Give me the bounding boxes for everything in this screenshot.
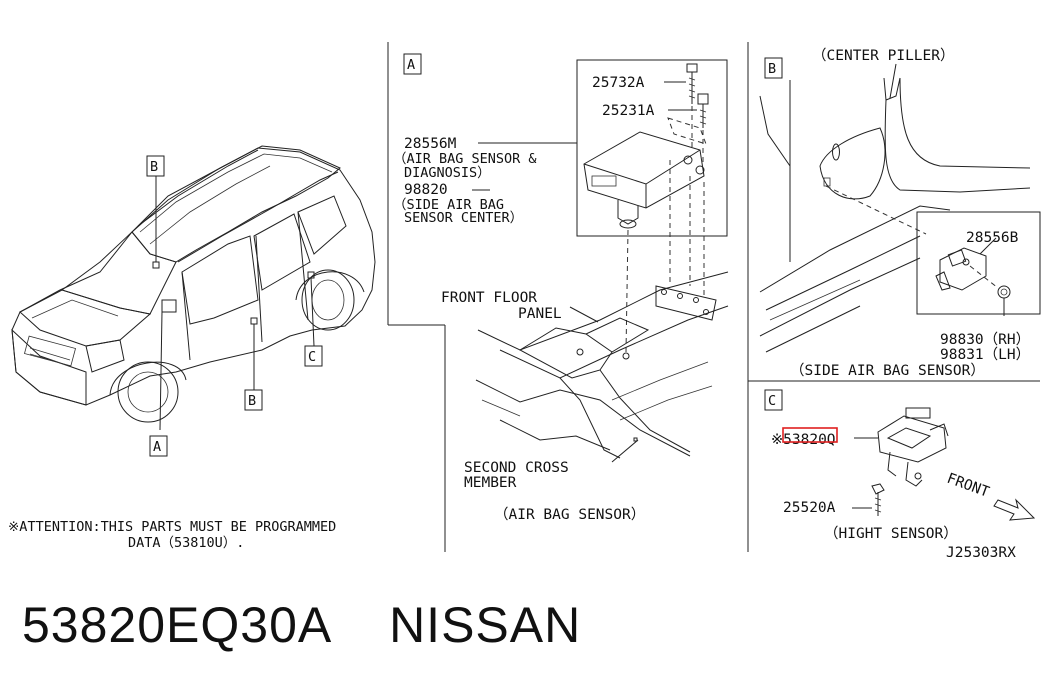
second-cross-label-1: SECOND CROSS (464, 460, 569, 476)
center-pillar-drawing (759, 77, 1031, 353)
section-c-tag: C (764, 389, 783, 411)
caption-brand: NISSAN (389, 597, 582, 653)
panel-dividers (387, 42, 1040, 552)
desc-28556m-1: （AIR BAG SENSOR & (393, 151, 537, 167)
center-piller-label: （CENTER PILLER） (812, 47, 955, 64)
section-b-tag: B (764, 57, 783, 79)
desc-28556m-2: DIAGNOSIS） (404, 165, 491, 181)
section-a-title: （AIR BAG SENSOR） (494, 506, 645, 523)
floor-panel-drawing (475, 271, 729, 463)
part-25520a: 25520A (783, 500, 836, 516)
part-highlight-box (782, 427, 838, 443)
svg-text:B: B (768, 61, 776, 77)
parts-diagram: B B C A ※ATTENTION:THIS PARTS MUST BE PR… (8, 42, 1041, 561)
part-98830: 98830（RH） (940, 331, 1030, 348)
part-28556b: 28556B (966, 230, 1019, 246)
drawing-number: J25303RX (946, 545, 1016, 561)
bolt-25231a (697, 93, 709, 128)
svg-text:A: A (407, 57, 415, 73)
callout-b-bottom: B (244, 389, 263, 411)
second-cross-label-2: MEMBER (464, 475, 517, 491)
callout-a: A (149, 435, 168, 457)
assembly-guide-lines (625, 106, 707, 353)
part-98820: 98820 (404, 182, 448, 198)
airbag-sensor-module (583, 131, 705, 229)
side-sensor-detail-box (916, 211, 1041, 315)
svg-text:A: A (153, 439, 161, 455)
callout-b-top: B (146, 155, 165, 177)
height-sensor-drawing (852, 407, 949, 516)
desc-98820-2: SENSOR CENTER） (404, 210, 523, 226)
callout-c: C (304, 345, 323, 367)
svg-text:B: B (248, 393, 256, 409)
part-98831: 98831（LH） (940, 346, 1030, 363)
part-28556m: 28556M (404, 136, 457, 152)
desc-98820-1: （SIDE AIR BAG (393, 197, 504, 213)
airbag-sensor-detail-box (576, 59, 728, 237)
section-a-tag: A (403, 53, 422, 75)
svg-text:B: B (150, 159, 158, 175)
svg-text:C: C (308, 349, 316, 365)
part-53820q: ※53820Q (771, 432, 836, 448)
caption-part-number: 53820EQ30A (22, 597, 330, 653)
svg-text:C: C (768, 393, 776, 409)
vehicle-illustration (11, 145, 376, 431)
front-label: FRONT (945, 471, 992, 501)
part-25231a: 25231A (602, 103, 655, 119)
section-b-title: （SIDE AIR BAG SENSOR） (790, 362, 985, 379)
part-caption: 53820EQ30A NISSAN (22, 596, 581, 654)
section-c-title: （HIGHT SENSOR） (824, 525, 958, 542)
bolt-25732a (686, 63, 698, 104)
attention-line-2: DATA（53810U）. (128, 535, 244, 551)
part-25732a: 25732A (592, 75, 645, 91)
attention-line-1: ※ATTENTION:THIS PARTS MUST BE PROGRAMMED (8, 519, 336, 535)
side-airbag-sensor (935, 237, 1011, 316)
front-floor-label-1: FRONT FLOOR (441, 290, 537, 306)
front-floor-label-2: PANEL (518, 306, 562, 322)
front-arrow-icon (993, 498, 1036, 521)
